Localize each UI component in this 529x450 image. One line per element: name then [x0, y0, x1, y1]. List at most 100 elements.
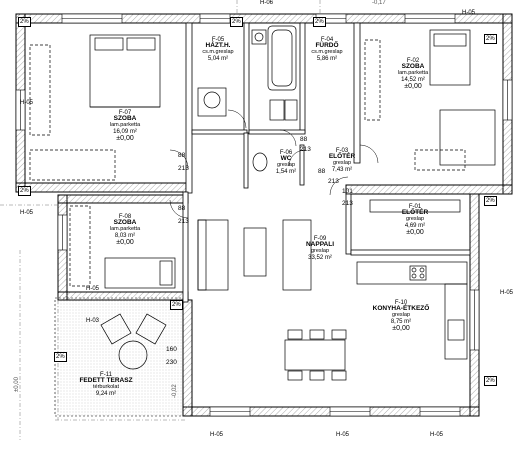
room-level: ±0,00: [404, 83, 422, 91]
room-name: NAPPALI: [305, 241, 335, 249]
door-height-label: 213: [178, 218, 189, 225]
bed-f02: [429, 29, 471, 86]
room-name: FEDETT TERASZ: [79, 377, 133, 385]
inner-walls: [182, 22, 471, 303]
room-area: 9,24 m²: [95, 390, 117, 397]
toilet: [269, 99, 285, 121]
dining-table: [284, 339, 346, 371]
room-code: F-09: [313, 236, 327, 242]
furniture: [29, 25, 496, 381]
room-floor: greslap: [310, 248, 330, 255]
room-floor: greslap: [276, 162, 296, 169]
door-width-label: 88: [318, 168, 326, 175]
door-width-label: 101: [342, 188, 353, 195]
room-label-f04: F-04 FÜRDŐ cs.m.greslap 5,86 m²: [302, 37, 352, 62]
room-name: SZOBA: [113, 219, 137, 227]
room-area: 5,04 m²: [207, 55, 229, 62]
room-label-f05: F-05 HÁZT.H. cs.m.greslap 5,04 m²: [196, 37, 240, 62]
room-label-f09: F-09 NAPPALI greslap 33,52 m²: [300, 236, 340, 261]
room-code: F-11: [100, 372, 112, 378]
door-tag: H-03: [86, 318, 100, 324]
door-height-label: 213: [300, 146, 311, 153]
door-tag: H-05: [20, 100, 34, 106]
room-level: ±0,00: [392, 325, 410, 333]
door-height-label: 230: [166, 359, 177, 366]
room-name: KONYHA-ÉTKEZŐ: [372, 305, 430, 313]
room-name: ELŐTÉR: [328, 153, 356, 161]
room-area: 1,54 m²: [275, 168, 297, 175]
room-area: 8,03 m²: [114, 232, 136, 239]
door-height-label: 213: [328, 178, 339, 185]
bed-f07: [89, 34, 161, 108]
slope-tag: 2%: [230, 17, 243, 27]
room-name: ELŐTÉR: [401, 209, 429, 217]
room-area: 7,43 m²: [331, 166, 353, 173]
room-name: SZOBA: [401, 63, 425, 71]
washbasin: [251, 29, 267, 45]
room-label-f02: F-02 SZOBA lam.parketta 14,52 m² ±0,00: [388, 58, 438, 91]
room-code: F-10: [394, 300, 408, 306]
level-label-step: -0,02: [172, 384, 178, 398]
slope-tag: 2%: [18, 17, 31, 27]
level-label-top: -0,17: [372, 0, 386, 6]
bed-f08: [104, 257, 176, 289]
door-tag: H-05: [20, 210, 34, 216]
room-code: F-02: [406, 58, 420, 64]
room-level: ±0,00: [116, 135, 134, 143]
room-area: 5,86 m²: [316, 55, 338, 62]
slope-tag: 2%: [484, 376, 497, 386]
room-floor: lam.parketta: [109, 122, 141, 129]
door-tag: H-05: [500, 290, 514, 296]
room-code: F-07: [118, 110, 132, 116]
door-width-label: 88: [178, 205, 186, 212]
room-code: F-05: [211, 37, 225, 43]
room-label-f10: F-10 KONYHA-ÉTKEZŐ greslap 8,75 m² ±0,00: [366, 300, 436, 333]
room-floor: cs.m.greslap: [311, 49, 343, 56]
door-tag: H-05: [336, 432, 350, 438]
room-area: 8,75 m²: [390, 318, 412, 325]
bathtub: [267, 25, 297, 91]
room-level: ±0,00: [116, 239, 134, 247]
room-floor: lam.parketta: [397, 70, 429, 77]
door-tag: H-05: [210, 432, 224, 438]
windows: [15, 13, 513, 417]
slope-tag: 2%: [484, 34, 497, 44]
door-tag: H-06: [260, 0, 274, 6]
room-code: F-04: [320, 37, 334, 43]
slope-tag: 2%: [54, 352, 67, 362]
door-width-label: 88: [300, 136, 308, 143]
room-label-f11: F-11 FEDETT TERASZ térburkolat 9,24 m²: [76, 372, 136, 397]
door-tag: H-05: [86, 286, 100, 292]
sofa: [197, 219, 229, 291]
room-floor: greslap: [391, 312, 411, 319]
terrace-table: [118, 340, 148, 370]
wc-toilet: [252, 152, 268, 172]
room-code: F-08: [118, 214, 132, 220]
room-code: F-01: [408, 204, 422, 210]
room-floor: greslap: [332, 160, 352, 167]
room-name: FÜRDŐ: [315, 42, 339, 50]
room-name: WC: [280, 155, 292, 163]
room-label-f08: F-08 SZOBA lam.parketta 8,03 m² ±0,00: [98, 214, 152, 247]
room-area: 16,09 m²: [113, 128, 137, 135]
room-area: 33,52 m²: [308, 254, 332, 261]
slope-tag: 2%: [18, 186, 31, 196]
room-code: F-03: [335, 148, 349, 154]
slope-tag: 2%: [313, 17, 326, 27]
slope-tag: 2%: [484, 196, 497, 206]
door-swings: [169, 109, 379, 219]
door-height-label: 213: [342, 200, 353, 207]
door-width-label: 160: [166, 346, 177, 353]
room-floor: greslap: [405, 216, 425, 223]
kitchen-counter: [356, 261, 468, 285]
room-name: HÁZT.H.: [205, 42, 231, 50]
room-area: 4,69 m²: [404, 222, 426, 229]
room-name: SZOBA: [113, 115, 137, 123]
room-label-f07: F-07 SZOBA lam.parketta 16,09 m² ±0,00: [98, 110, 152, 143]
door-width-label: 88: [178, 152, 186, 159]
room-floor: cs.m.greslap: [202, 49, 234, 56]
room-floor: lam.parketta: [109, 226, 141, 233]
room-code: F-06: [279, 150, 293, 156]
room-floor: térburkolat: [93, 384, 119, 391]
